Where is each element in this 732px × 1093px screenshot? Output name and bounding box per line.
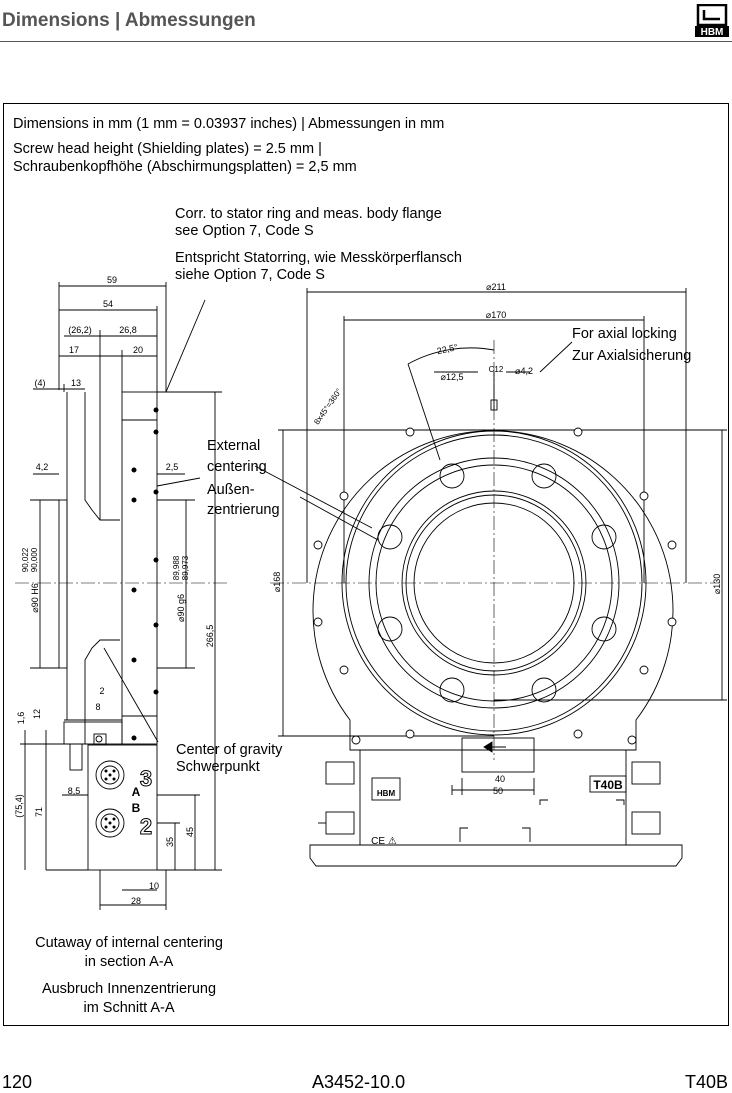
external-centering-de-1: Außen- <box>207 482 255 498</box>
dim-20: 20 <box>133 345 143 355</box>
footer-product: T40B <box>684 1072 728 1092</box>
dim-g6-tol-a: 89,988 <box>172 555 181 580</box>
dim-12: 12 <box>32 709 42 719</box>
dim-d170: ⌀170 <box>486 310 506 320</box>
dim-40: 40 <box>495 774 505 784</box>
dim-2: 2 <box>99 686 104 696</box>
axial-locking-de: Zur Axialsicherung <box>572 348 692 364</box>
connector-b-label: B <box>132 801 141 815</box>
cutaway-caption-en-2: in section A-A <box>84 954 174 970</box>
dim-13: 13 <box>71 378 81 388</box>
dim-4-2: 4,2 <box>36 462 49 472</box>
dim-d130: ⌀130 <box>712 574 722 594</box>
screw-height-note-en: Screw head height (Shielding plates) = 2… <box>13 141 322 157</box>
dim-g6: ⌀90 g6 <box>176 594 186 622</box>
dim-26-8: 26,8 <box>119 325 137 335</box>
external-centering-en-1: External <box>207 438 261 454</box>
dim-71: 71 <box>34 807 44 817</box>
external-centering-en-2: centering <box>207 459 267 475</box>
connector-a-label: A <box>132 785 141 799</box>
dimensions-note: Dimensions in mm (1 mm = 0.03937 inches)… <box>13 116 445 132</box>
dim-h6-tol-b: 90,000 <box>30 547 39 572</box>
center-of-gravity-en: Center of gravity <box>176 742 283 758</box>
dim-h6-tol-a: 90,022 <box>21 547 30 572</box>
stator-callout-de-1: Entspricht Statorring, wie Messkörperfla… <box>175 250 462 266</box>
stator-callout-en-2: see Option 7, Code S <box>175 223 314 239</box>
dim-d168: ⌀168 <box>272 572 282 592</box>
brand-plate: HBM <box>377 789 396 798</box>
dim-g6-tol-b: 89,973 <box>181 555 190 580</box>
side-view <box>15 282 230 910</box>
dim-10: 10 <box>149 881 159 891</box>
dim-2-5: 2,5 <box>166 462 179 472</box>
dim-d12-5: ⌀12,5 <box>441 372 464 382</box>
dim-8-5: 8,5 <box>68 786 81 796</box>
cutaway-caption-de-2: im Schnitt A-A <box>83 1000 175 1016</box>
dim-50: 50 <box>493 786 503 796</box>
dim-59: 59 <box>107 275 117 285</box>
hbm-logo-text: HBM <box>701 27 724 38</box>
dim-4: (4) <box>35 378 46 388</box>
stator-callout-de-2: siehe Option 7, Code S <box>175 267 325 283</box>
dim-1-6: 1,6 <box>16 712 26 725</box>
dim-d4-2: ⌀4,2 <box>515 366 533 376</box>
dim-holes-8x45: 8x45°=360° <box>312 387 343 426</box>
model-plate: T40B <box>593 778 623 792</box>
connector-3-label: 3 <box>140 766 152 791</box>
dim-8: 8 <box>95 702 100 712</box>
axial-locking-en: For axial locking <box>572 326 677 342</box>
dim-28: 28 <box>131 896 141 906</box>
dim-54: 54 <box>103 299 113 309</box>
stator-callout-en-1: Corr. to stator ring and meas. body flan… <box>175 206 442 222</box>
footer-document-number: A3452-10.0 <box>312 1072 406 1092</box>
dim-26-2: (26,2) <box>68 325 92 335</box>
dim-75-4: (75,4) <box>14 794 24 818</box>
external-centering-de-2: zentrierung <box>207 502 280 518</box>
dim-c12: C12 <box>489 365 504 374</box>
footer-page-number: 120 <box>2 1072 33 1092</box>
page-header-title: Dimensions | Abmessungen <box>2 10 256 31</box>
front-view <box>254 288 727 867</box>
dim-35: 35 <box>165 837 175 847</box>
connector-2-label: 2 <box>140 814 152 839</box>
cutaway-caption-de-1: Ausbruch Innenzentrierung <box>41 981 217 997</box>
dim-angle-22-5: 22,5° <box>436 342 459 356</box>
dim-h6: ⌀90 H6 <box>30 583 40 612</box>
dim-266-5: 266,5 <box>205 625 215 648</box>
drawing-frame <box>3 103 729 1026</box>
dim-d211: ⌀211 <box>486 282 506 292</box>
hbm-logo: HBM <box>695 4 729 38</box>
screw-height-note-de: Schraubenkopfhöhe (Abschirmungsplatten) … <box>13 159 357 175</box>
cutaway-caption-en-1: Cutaway of internal centering <box>35 935 223 951</box>
header-rule <box>0 41 732 42</box>
ce-mark: CE ⚠ <box>371 836 397 847</box>
center-of-gravity-de: Schwerpunkt <box>176 759 260 775</box>
dim-45: 45 <box>185 827 195 837</box>
dim-17: 17 <box>69 345 79 355</box>
